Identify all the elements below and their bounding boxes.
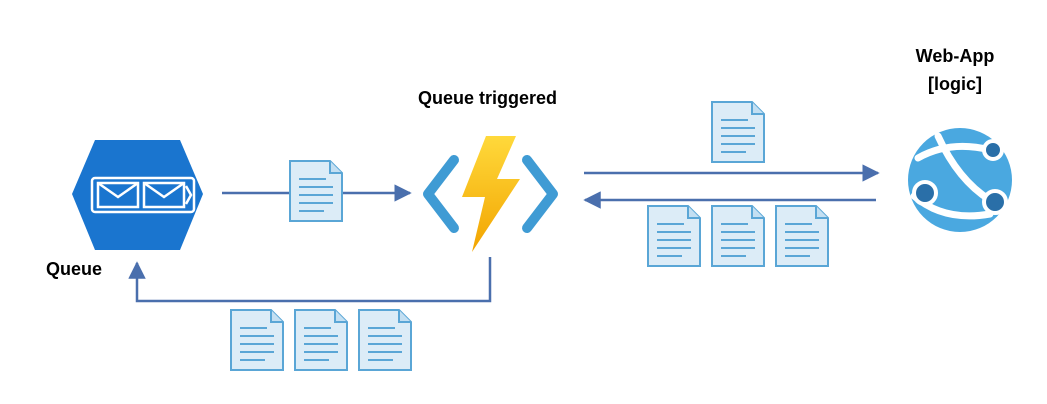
- webapp-label-line1: Web-App: [915, 46, 995, 66]
- azure-function-icon: [423, 136, 558, 252]
- document-icon: [294, 309, 348, 371]
- web-app-icon: [908, 128, 1012, 232]
- arrow-function-to-queue: [128, 257, 492, 303]
- document-icon: [647, 205, 701, 267]
- document-icon: [289, 160, 343, 222]
- document-icon: [711, 101, 765, 163]
- document-icon: [230, 309, 284, 371]
- webapp-label: Web-App [logic]: [900, 44, 1010, 96]
- document-icon: [775, 205, 829, 267]
- function-label: Queue triggered: [418, 88, 558, 108]
- webapp-label-line2: [logic]: [928, 74, 982, 94]
- queue-label: Queue: [46, 259, 103, 279]
- document-icon: [711, 205, 765, 267]
- queue-storage-icon: [72, 140, 203, 250]
- document-icon: [358, 309, 412, 371]
